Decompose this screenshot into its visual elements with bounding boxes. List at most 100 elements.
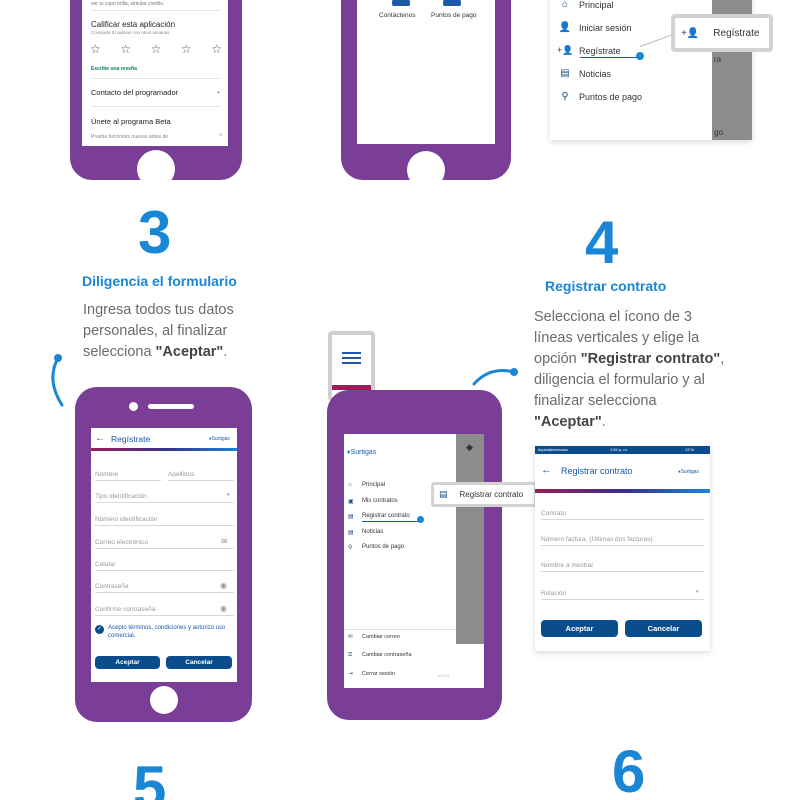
drawer-item-news[interactable]: ▤Noticias: [348, 529, 383, 536]
brand-logo: ♦Surtigas: [209, 436, 230, 442]
home-icon: ⌂: [561, 0, 569, 10]
star-icon[interactable]: ☆: [120, 42, 132, 56]
relationship-select[interactable]: Relación: [541, 590, 704, 600]
password-field[interactable]: Contraseña: [95, 583, 234, 593]
desc-line: "Aceptar".: [534, 412, 734, 433]
register-contract-callout: ▤ Registrar contrato: [431, 482, 537, 507]
accept-button[interactable]: Aceptar: [95, 656, 160, 669]
drawer-item-label: Cambiar contraseña: [362, 652, 412, 658]
search-icon: ⌕: [219, 132, 223, 138]
id-type-select[interactable]: Tipo identificación: [95, 493, 234, 503]
step-3-description: Ingresa todos tus datos personales, al f…: [83, 300, 283, 363]
home-icon: ⌂: [348, 482, 352, 488]
status-time: 1:54 p. m.: [610, 447, 628, 452]
cancel-button[interactable]: Cancelar: [625, 620, 702, 637]
back-arrow-icon[interactable]: ←: [541, 464, 552, 476]
eye-icon[interactable]: ◉: [220, 604, 227, 613]
drawer-item-principal[interactable]: ⌂ Principal: [348, 482, 385, 488]
first-name-field[interactable]: Nombre: [95, 471, 161, 481]
invoice-number-field[interactable]: Número factura. (Ultimas dos facturas): [541, 536, 704, 546]
phone-menu-icons: Contáctenos Puntos de pago: [341, 0, 511, 189]
write-review-link[interactable]: Escribe una reseña: [91, 66, 137, 72]
news-icon: ▤: [560, 68, 570, 79]
step-5-number: 5: [133, 754, 167, 800]
drawer-item-change-email[interactable]: ✉Cambiar correo: [348, 634, 400, 640]
beta-program-subtitle: Prueba funciones nuevas antes de: [91, 134, 168, 140]
drawer-item-label: Mis contratos: [362, 498, 398, 504]
pointer-dot: [417, 516, 424, 523]
menu-item-register[interactable]: +👤 Regístrate: [557, 45, 621, 56]
email-field[interactable]: Correo electrónico: [95, 539, 234, 549]
payment-points-button-label[interactable]: Puntos de pago: [431, 12, 477, 19]
news-icon: ▤: [348, 530, 354, 536]
menu-item-payment-points[interactable]: ⚲ Puntos de pago: [557, 91, 642, 102]
confirm-password-field[interactable]: Confirme contraseña: [95, 606, 234, 616]
flame-icon: ♦: [678, 469, 681, 475]
header-stripe: [535, 489, 710, 493]
menu-item-label: Regístrate: [579, 45, 621, 56]
document-add-icon: ▤: [348, 514, 354, 520]
cancel-button[interactable]: Cancelar: [166, 656, 232, 669]
register-form-screen: ← Regístrate ♦Surtigas Nombre Apellidos …: [91, 428, 237, 682]
desc-bold: "Aceptar": [155, 344, 224, 360]
app-description-text: ver tu cupo brilla, simular credito.: [91, 1, 165, 7]
hamburger-menu-icon[interactable]: [342, 352, 361, 364]
terms-label: Acepto términos, condiciones y autorizo …: [108, 625, 226, 639]
drawer-item-label: Cambiar correo: [362, 634, 400, 640]
accept-button[interactable]: Aceptar: [541, 620, 618, 637]
drawer-item-register-contract[interactable]: ▤Registrar contrato: [348, 513, 410, 520]
document-add-icon: ▤: [439, 489, 448, 499]
eye-icon[interactable]: ◉: [220, 581, 227, 590]
contract-field[interactable]: Contrato: [541, 510, 704, 520]
drawer-item-payment-points[interactable]: ⚲Puntos de pago: [348, 544, 404, 551]
menu-item-login[interactable]: 👤 Iniciar sesión: [557, 22, 632, 33]
terms-checkbox[interactable]: ✓: [95, 625, 104, 634]
person-icon: 👤: [558, 22, 572, 33]
battery-percent: 13 %: [685, 447, 695, 452]
decorative-arc: [51, 354, 64, 407]
back-arrow-icon[interactable]: ←: [95, 433, 105, 444]
star-icon[interactable]: ☆: [90, 42, 101, 56]
desc-line: opción "Registrar contrato",: [534, 349, 734, 370]
developer-contact-row[interactable]: Contacto del programador ⌄: [91, 88, 221, 97]
play-store-screen: ver tu cupo brilla, simular credito. Cal…: [82, 0, 228, 146]
location-pin-icon: ⚲: [348, 545, 353, 551]
beta-program-title: Únete al programa Beta: [91, 117, 171, 126]
flame-icon: ♦: [209, 436, 212, 442]
drawer-item-logout[interactable]: ⇥Cerrar sesión: [348, 671, 395, 677]
person-add-icon: +👤: [557, 45, 574, 55]
phone-play-store: ver tu cupo brilla, simular credito. Cal…: [70, 0, 242, 188]
phone-register-form: ← Regístrate ♦Surtigas Nombre Apellidos …: [75, 387, 252, 722]
register-contract-callout-label: Registrar contrato: [459, 490, 524, 499]
last-name-field[interactable]: Apellidos: [168, 471, 234, 481]
desc-line: finalizar selecciona: [534, 393, 657, 409]
chevron-down-icon: ⌄: [215, 89, 221, 95]
step-3-number: 3: [138, 199, 172, 266]
menu-item-principal[interactable]: ⌂ Principal: [557, 0, 614, 10]
star-icon[interactable]: ☆: [150, 42, 162, 56]
desc-text: selecciona: [83, 344, 156, 360]
star-icon[interactable]: ☆: [180, 42, 192, 56]
id-number-field[interactable]: Número identificación: [95, 516, 234, 526]
star-icon[interactable]: ☆: [211, 42, 222, 56]
desc-line: Selecciona el ícono de 3: [534, 309, 692, 325]
display-name-field[interactable]: Nombre a mostrar: [541, 562, 704, 572]
contact-button-label[interactable]: Contáctenos: [379, 12, 416, 19]
phone-field[interactable]: Celular: [95, 561, 234, 571]
step-4-description: Selecciona el ícono de 3 líneas vertical…: [534, 307, 734, 433]
contact-icon: [392, 0, 410, 6]
drawer-item-my-contracts[interactable]: ▣Mis contratos: [348, 498, 398, 505]
desc-text: .: [223, 344, 228, 360]
menu-item-label: Noticias: [579, 68, 612, 79]
drawer-brand: ♦Surtigas: [347, 449, 376, 456]
drawer-item-label: Principal: [362, 482, 386, 488]
desc-text: opción: [534, 351, 581, 367]
drawer-item-label: Cerrar sesión: [362, 671, 396, 677]
menu-item-news[interactable]: ▤ Noticias: [557, 68, 611, 79]
person-add-icon: +👤: [681, 27, 700, 39]
step-6-number: 6: [612, 738, 646, 800]
decorative-arc: [472, 368, 518, 386]
drawer-item-change-password[interactable]: ⚿Cambiar contraseña: [348, 652, 412, 659]
star-rating[interactable]: ☆ ☆ ☆ ☆ ☆: [90, 42, 222, 56]
